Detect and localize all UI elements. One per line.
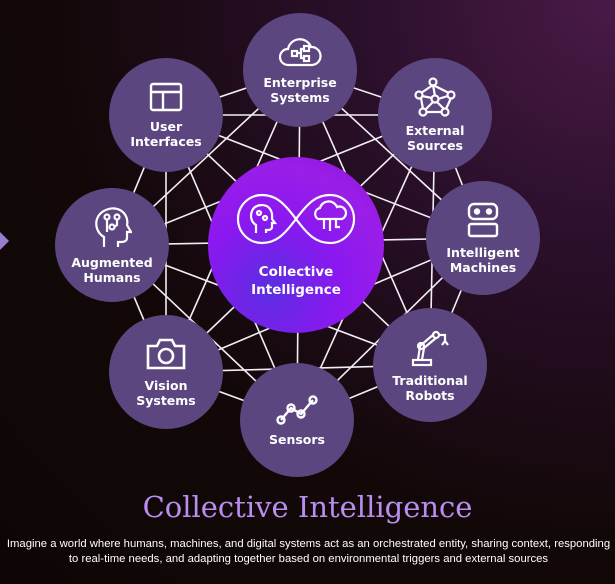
node-label: User: [149, 119, 183, 134]
network-icon: [414, 77, 456, 117]
node-label: Interfaces: [130, 134, 202, 149]
node-label: Humans: [83, 270, 141, 285]
node-label: Augmented: [71, 255, 153, 270]
node-label: Systems: [136, 393, 196, 408]
head-circuit-icon: [95, 207, 132, 247]
node-label: Enterprise: [263, 75, 337, 90]
node-label: Machines: [449, 260, 517, 275]
layout-icon: [149, 82, 183, 112]
center-collective-intelligence: Collective Intelligence: [208, 157, 384, 333]
left-arrow-icon: [0, 232, 9, 250]
node-label: Vision: [144, 378, 188, 393]
page-title: Collective Intelligence: [142, 490, 473, 524]
node-label: Intelligent: [446, 245, 520, 260]
cloud-flow-icon: [278, 38, 322, 67]
node-label: Sensors: [268, 431, 325, 447]
robot-arm-icon: [411, 330, 449, 367]
description: Imagine a world where humans, machines, …: [6, 538, 611, 565]
node-label: External: [405, 123, 465, 138]
sensor-graph-icon: [276, 394, 318, 425]
infinity-human-cloud-icon: [236, 193, 356, 245]
node-label: Systems: [270, 90, 330, 105]
node-label: Sources: [407, 138, 463, 153]
node-sensors: Sensors: [240, 363, 354, 477]
node-label: Traditional: [392, 373, 468, 388]
camera-icon: [146, 338, 186, 370]
center-label: Collective: [258, 264, 334, 280]
center-label: Intelligence: [251, 282, 341, 298]
robot-icon: [467, 202, 499, 238]
node-label: Robots: [405, 388, 455, 403]
